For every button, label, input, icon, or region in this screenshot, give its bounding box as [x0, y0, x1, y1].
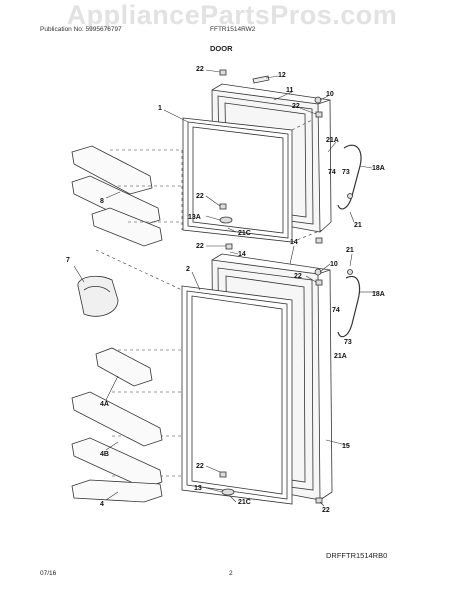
- callout-14: 14: [290, 239, 298, 246]
- footer-date: 07/16: [40, 570, 57, 577]
- callout-21c: 21C: [238, 230, 251, 237]
- callout-13: 13: [194, 485, 202, 492]
- callout-73: 73: [344, 339, 352, 346]
- callout-73: 73: [342, 169, 350, 176]
- dairy-door: [77, 275, 119, 317]
- callout-22: 22: [196, 66, 204, 73]
- callout-1: 1: [158, 105, 162, 112]
- callout-21: 21: [354, 222, 362, 229]
- fresh-food-gasket: [181, 285, 293, 505]
- callout-22: 22: [196, 463, 204, 470]
- publication-number: Publication No: 5995676797: [40, 26, 122, 33]
- callout-22: 22: [196, 243, 204, 250]
- callout-7: 7: [66, 257, 70, 264]
- model-number: FFTR1514RW2: [210, 26, 256, 33]
- watermark: AppliancePartsPros.com: [66, 0, 398, 30]
- hardware-parts: [219, 69, 353, 504]
- callout-14: 14: [238, 251, 246, 258]
- callout-21a: 21A: [334, 353, 347, 360]
- callout-labels: 22 12 1 11 22 10 21A 18A 74 73 8 22 13A …: [66, 66, 385, 514]
- callout-12: 12: [278, 72, 286, 79]
- callout-4b: 4B: [100, 451, 109, 458]
- callout-22: 22: [294, 273, 302, 280]
- callout-22: 22: [196, 193, 204, 200]
- trim-strip-12: [252, 75, 270, 84]
- callout-13a: 13A: [188, 214, 201, 221]
- freezer-gasket: [182, 117, 293, 243]
- callout-74: 74: [328, 169, 336, 176]
- diagram-code: DRFFTR1514RB0: [326, 551, 388, 560]
- callout-74: 74: [332, 307, 340, 314]
- callout-4: 4: [100, 501, 104, 508]
- callout-18a: 18A: [372, 291, 385, 298]
- callout-10: 10: [326, 91, 334, 98]
- callout-15: 15: [342, 443, 350, 450]
- callout-11: 11: [286, 87, 294, 94]
- diagram-title: DOOR: [210, 44, 233, 53]
- callout-21c: 21C: [238, 499, 251, 506]
- callout-18a: 18A: [372, 165, 385, 172]
- door-bins: [71, 347, 163, 503]
- callout-22: 22: [292, 103, 300, 110]
- freezer-shelves: [71, 145, 163, 247]
- callout-21a: 21A: [326, 137, 339, 144]
- handle-18a-upper: [337, 144, 362, 210]
- page-number: 2: [229, 570, 233, 577]
- callout-8: 8: [100, 198, 104, 205]
- callout-4a: 4A: [100, 401, 109, 408]
- callout-2: 2: [186, 266, 190, 273]
- handle-18a-lower: [337, 275, 361, 338]
- callout-21: 21: [346, 247, 354, 254]
- callout-10: 10: [330, 261, 338, 268]
- callout-22: 22: [322, 507, 330, 514]
- leader-lines: [73, 69, 376, 507]
